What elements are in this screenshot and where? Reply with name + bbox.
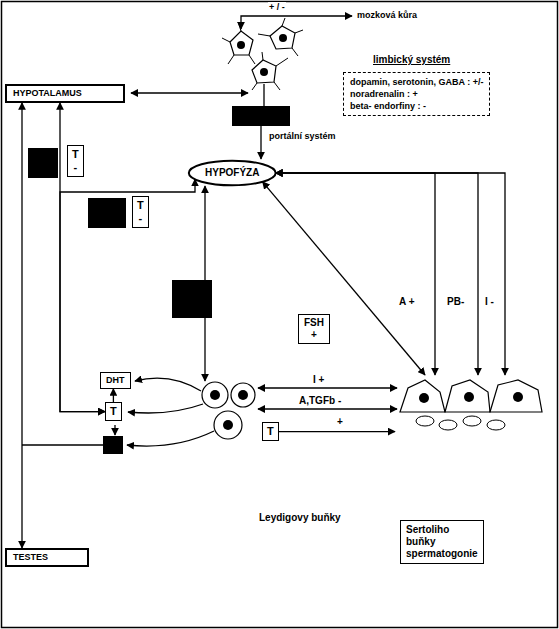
label-frame: Sertoliho buňky spermatogonie: [400, 520, 484, 564]
hormone-box: T-: [132, 196, 149, 228]
region-name: mozková kůra: [356, 10, 418, 21]
neuron-body: [230, 31, 253, 55]
pathway-name: portální systém: [268, 131, 337, 142]
cell-nucleus: [238, 390, 248, 400]
node-text: T: [267, 425, 274, 438]
node-text: HYPOFÝZA: [205, 167, 259, 179]
spermatogonium: [416, 416, 434, 426]
node-text: DHT: [106, 375, 125, 386]
connector: [21, 103, 22, 548]
hidden-box: [172, 280, 212, 318]
hormone-box: T: [262, 422, 279, 441]
cell: [202, 382, 228, 408]
cortex-arrow: [241, 16, 352, 29]
node-text: +: [304, 329, 324, 341]
hidden-box: [28, 148, 58, 178]
conversion-arrow: [114, 425, 115, 435]
cell-nucleus: [223, 420, 233, 430]
neuron-process: [258, 18, 303, 56]
neuron-nucleus: [279, 34, 287, 42]
effect-label: I +: [312, 374, 325, 386]
effect-sign: + / -: [268, 2, 286, 13]
node-text: T: [137, 199, 144, 212]
neuron-link: [263, 84, 264, 106]
cell-nucleus: [513, 392, 523, 402]
node-text: dopamin, serotonin, GABA : +/-: [350, 76, 483, 88]
organ-box: TESTES: [5, 548, 89, 567]
secretion-arrow: [128, 404, 203, 413]
leydig-cells: [202, 382, 255, 439]
node-text: TESTES: [13, 552, 81, 563]
hormone-box: DHT: [100, 372, 131, 389]
connector: [279, 431, 395, 432]
connector: [60, 103, 105, 412]
connector: [276, 173, 505, 375]
sertoli-cells: [400, 380, 542, 430]
connector: [113, 389, 114, 402]
hormone-box: T: [105, 402, 122, 421]
cell-nucleus: [210, 390, 220, 400]
portal-arrow: [260, 126, 261, 159]
hormone-box: T-: [67, 145, 84, 177]
cell-group: Sertoliho buňky spermatogonie: [395, 375, 547, 567]
edge-label: +: [336, 416, 344, 428]
neuron-body: [270, 26, 295, 49]
edge-label: I -: [484, 296, 495, 308]
node-text: T: [72, 148, 79, 161]
cell: [400, 380, 445, 412]
secretion-arrow: [135, 378, 201, 391]
neuron-process: [252, 52, 288, 90]
spermatogonium: [463, 416, 481, 426]
hidden-box: [103, 436, 123, 454]
node-text: -: [137, 212, 144, 225]
paracrine-arrow: [258, 408, 397, 409]
spermatogonium: [487, 420, 505, 430]
transmitter-box: dopamin, serotonin, GABA : +/-noradrenal…: [343, 72, 490, 116]
neuron-process: [222, 22, 255, 64]
cell: [490, 380, 542, 412]
edge-label: A +: [398, 296, 415, 308]
hormone-box: FSH+: [298, 314, 330, 344]
cell-name: Leydigovy buňky: [258, 512, 342, 524]
ellipse-shape: [189, 161, 276, 186]
hidden-box: [232, 106, 290, 126]
connector: [60, 179, 195, 411]
connector: [276, 173, 478, 375]
secretion-arrow: [127, 431, 214, 446]
node-text: beta- endorfiny : -: [350, 100, 483, 112]
organ-box: HYPOTALAMUS: [5, 84, 125, 103]
node-text: FSH: [304, 317, 324, 329]
node-text: HYPOTALAMUS: [13, 88, 117, 99]
organ-ellipse: HYPOFÝZA: [187, 159, 277, 187]
cell: [231, 383, 255, 407]
node-text: T: [110, 405, 117, 418]
neuron-nucleus: [237, 41, 245, 49]
cell: [445, 380, 490, 412]
effect-label: A,TGFb -: [298, 395, 342, 407]
edge-label: PB-: [446, 296, 465, 308]
cell-nucleus: [464, 392, 474, 402]
feedback-line: [22, 444, 103, 445]
paracrine-arrow: [258, 387, 397, 388]
node-text: -: [72, 161, 79, 174]
spermatogonium: [439, 420, 457, 430]
connector: [276, 173, 435, 375]
neuron-nucleus: [260, 68, 268, 76]
cell-nucleus: [419, 393, 429, 403]
connector: [263, 182, 425, 375]
hypothalamus-neuron-arrow: [131, 92, 248, 93]
neuron-cells: [222, 18, 303, 90]
cell: [214, 411, 242, 439]
neuron-body: [252, 60, 276, 83]
node-text: Sertoliho buňky spermatogonie: [406, 524, 478, 560]
region-heading: limbický systém: [372, 54, 451, 66]
node-text: noradrenalin : +: [350, 88, 483, 100]
hidden-box: [88, 198, 126, 228]
